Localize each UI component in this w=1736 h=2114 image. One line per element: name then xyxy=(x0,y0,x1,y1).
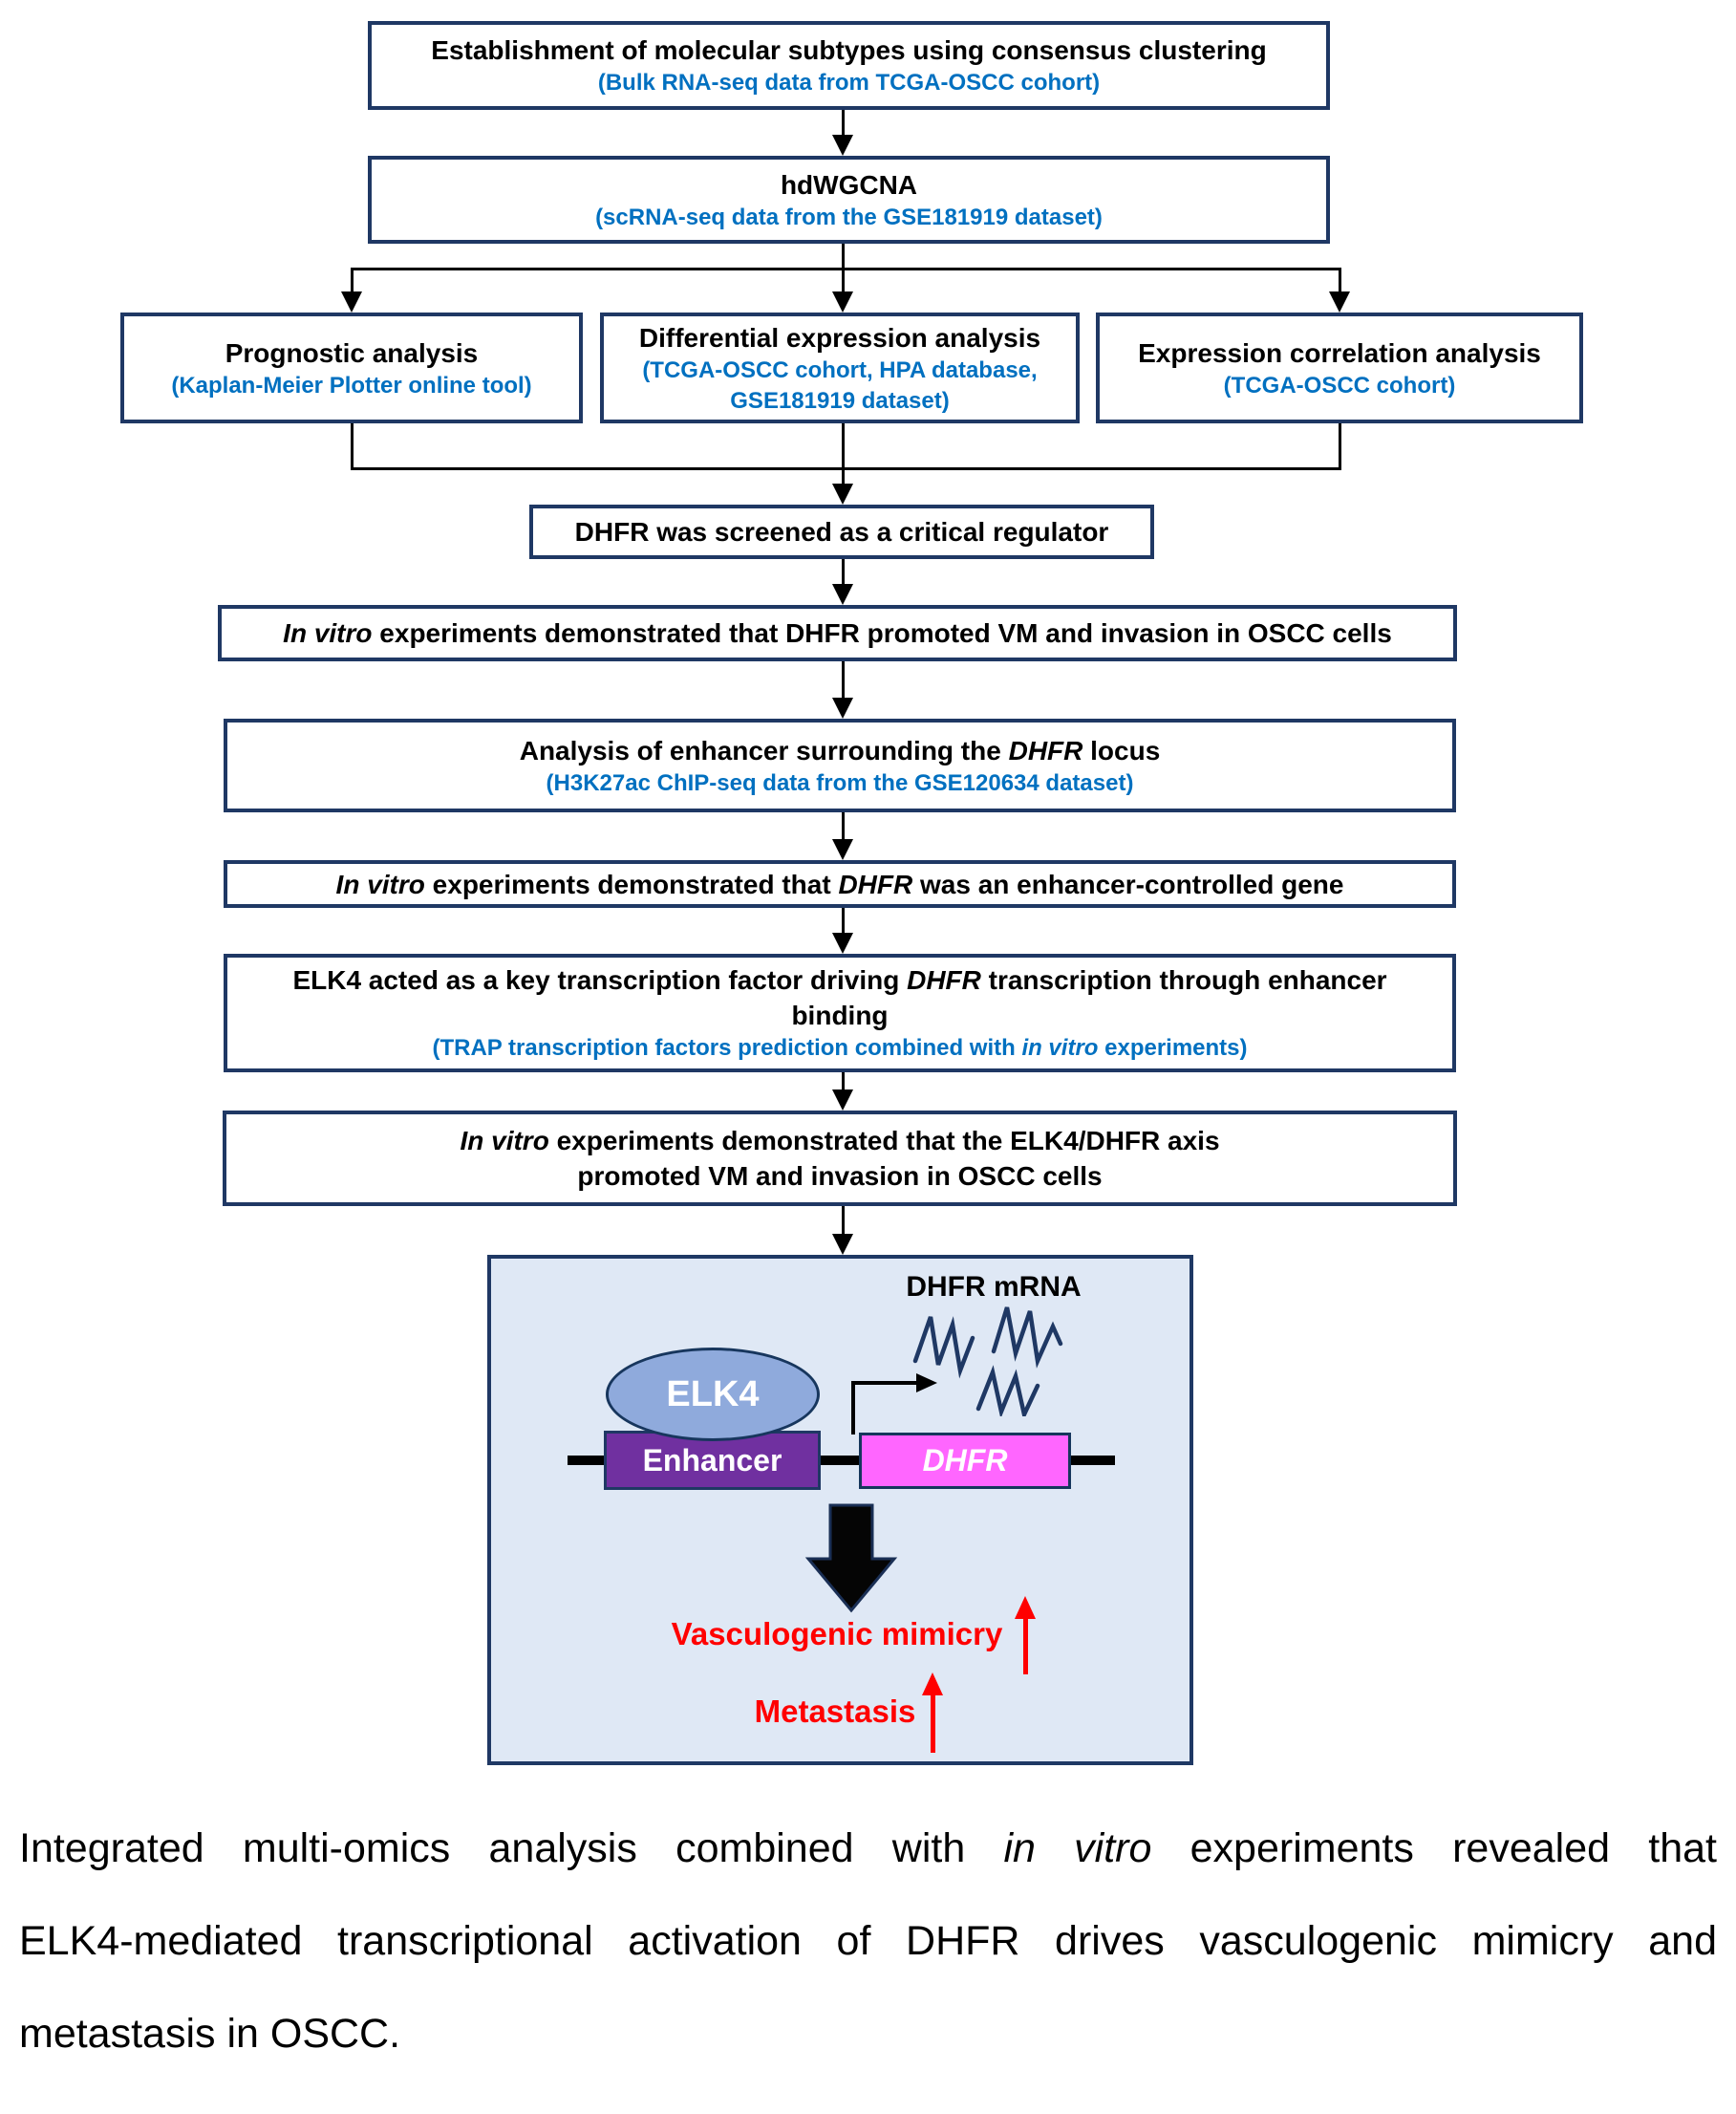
arrowhead-down-icon xyxy=(832,135,853,156)
connector-line xyxy=(842,661,845,700)
arrowhead-right-icon xyxy=(916,1373,937,1392)
flow-box-enhancer-controlled: In vitro experiments demonstrated that D… xyxy=(224,860,1456,908)
big-down-arrow-icon xyxy=(804,1503,898,1613)
box-subtitle: (Kaplan-Meier Plotter online tool) xyxy=(171,372,532,399)
arrow-shaft xyxy=(1022,1619,1028,1674)
up-arrow-icon xyxy=(922,1672,943,1753)
dhfr-gene-label: DHFR xyxy=(922,1443,1008,1478)
transcription-arrow-icon xyxy=(851,1381,855,1434)
arrowhead-down-icon xyxy=(832,698,853,719)
box-title: Prognostic analysis xyxy=(225,337,479,368)
box-subtitle: (TCGA-OSCC cohort, HPA database, xyxy=(642,356,1038,383)
dna-line xyxy=(817,1456,863,1465)
connector-line xyxy=(351,268,1341,270)
connector-line xyxy=(351,268,354,292)
arrowhead-down-icon xyxy=(832,1089,853,1111)
box-title: ELK4 acted as a key transcription factor… xyxy=(292,965,1387,995)
flow-box-correlation: Expression correlation analysis (TCGA-OS… xyxy=(1096,313,1583,423)
connector-line xyxy=(842,908,845,935)
connector-line xyxy=(842,1072,845,1091)
caption-line: ELK4-mediated transcriptional activation… xyxy=(19,1918,1717,1964)
figure-caption: Integrated multi-omics analysis combined… xyxy=(19,1802,1717,2081)
arrowhead-down-icon xyxy=(832,933,853,954)
arrowhead-down-icon xyxy=(832,291,853,313)
box-title: Differential expression analysis xyxy=(638,322,1041,353)
mechanism-schematic-panel: DHFR mRNA ELK4 Enhancer DHFR xyxy=(487,1255,1193,1765)
flow-box-elk4-tf: ELK4 acted as a key transcription factor… xyxy=(224,954,1456,1072)
box-title: hdWGCNA xyxy=(780,169,918,200)
arrowhead-up-icon xyxy=(1015,1596,1036,1619)
box-subtitle: (Bulk RNA-seq data from TCGA-OSCC cohort… xyxy=(597,70,1101,96)
transcription-arrow-icon xyxy=(851,1381,918,1385)
connector-line xyxy=(842,268,845,292)
flow-box-screened: DHFR was screened as a critical regulato… xyxy=(529,505,1154,559)
caption-line: Integrated multi-omics analysis combined… xyxy=(19,1825,1717,1871)
arrowhead-down-icon xyxy=(1329,291,1350,313)
elk4-label: ELK4 xyxy=(666,1373,760,1414)
metastasis-label: Metastasis xyxy=(754,1693,916,1729)
flow-box-differential: Differential expression analysis (TCGA-O… xyxy=(600,313,1080,423)
box-subtitle: (H3K27ac ChIP-seq data from the GSE12063… xyxy=(546,769,1134,796)
arrowhead-down-icon xyxy=(832,584,853,605)
enhancer-label: Enhancer xyxy=(642,1442,782,1478)
box-subtitle: GSE181919 dataset) xyxy=(730,387,950,414)
connector-line xyxy=(842,423,845,470)
box-title: DHFR was screened as a critical regulato… xyxy=(574,517,1109,547)
arrowhead-up-icon xyxy=(922,1672,943,1695)
elk4-ellipse: ELK4 xyxy=(606,1348,820,1441)
flow-box-hdwgcna: hdWGCNA (scRNA-seq data from the GSE1819… xyxy=(368,156,1330,244)
box-title: promoted VM and invasion in OSCC cells xyxy=(577,1161,1103,1191)
connector-line xyxy=(842,110,845,137)
dna-line xyxy=(1067,1456,1115,1465)
box-title: binding xyxy=(791,1001,889,1030)
box-subtitle: (TCGA-OSCC cohort) xyxy=(1223,372,1456,399)
flow-box-invitro-vm: In vitro experiments demonstrated that D… xyxy=(218,605,1457,661)
flow-box-establishment: Establishment of molecular subtypes usin… xyxy=(368,21,1330,110)
flow-box-prognostic: Prognostic analysis (Kaplan-Meier Plotte… xyxy=(120,313,583,423)
arrowhead-down-icon xyxy=(832,484,853,505)
box-title: Expression correlation analysis xyxy=(1138,337,1541,368)
arrowhead-down-icon xyxy=(832,839,853,860)
vasculogenic-mimicry-label: Vasculogenic mimicry xyxy=(671,1616,1003,1651)
caption-line: metastasis in OSCC. xyxy=(19,2011,401,2057)
dhfr-gene-element: DHFR xyxy=(859,1433,1071,1489)
mrna-squiggle-icon xyxy=(912,1306,1063,1416)
connector-line xyxy=(842,244,845,270)
up-arrow-icon xyxy=(1015,1596,1036,1674)
box-title: In vitro experiments demonstrated that D… xyxy=(335,869,1344,899)
arrowhead-down-icon xyxy=(341,291,362,313)
box-title: In vitro experiments demonstrated that t… xyxy=(460,1126,1220,1155)
connector-line xyxy=(842,467,845,485)
connector-line xyxy=(351,423,354,470)
connector-line xyxy=(842,1206,845,1236)
connector-line xyxy=(842,812,845,841)
arrow-shaft xyxy=(930,1695,935,1753)
dhfr-mrna-label: DHFR mRNA xyxy=(906,1271,1082,1303)
box-title: In vitro experiments demonstrated that D… xyxy=(283,618,1392,648)
dna-line xyxy=(568,1456,608,1465)
flow-box-enhancer-analysis: Analysis of enhancer surrounding the DHF… xyxy=(224,719,1456,812)
connector-line xyxy=(842,559,845,586)
connector-line xyxy=(1339,423,1341,470)
box-title: Establishment of molecular subtypes usin… xyxy=(431,35,1267,65)
connector-line xyxy=(351,467,1341,470)
flow-box-elk4-dhfr-axis: In vitro experiments demonstrated that t… xyxy=(223,1111,1457,1206)
box-subtitle: (TRAP transcription factors prediction c… xyxy=(432,1035,1248,1061)
box-subtitle: (scRNA-seq data from the GSE181919 datas… xyxy=(595,204,1103,230)
connector-line xyxy=(1339,268,1341,292)
arrowhead-down-icon xyxy=(832,1234,853,1255)
box-title: Analysis of enhancer surrounding the DHF… xyxy=(519,735,1161,766)
